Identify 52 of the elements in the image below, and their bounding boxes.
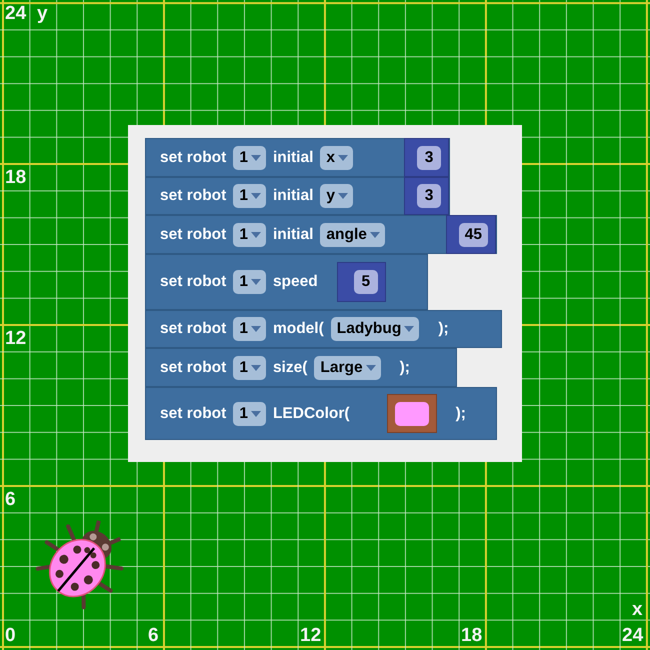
workspace-panel: [128, 125, 522, 462]
block-text: set robot: [160, 320, 226, 338]
code-block: [145, 177, 450, 215]
dropdown: 1: [233, 317, 266, 341]
dropdown: 1: [233, 146, 266, 170]
dropdown: 1: [233, 270, 266, 294]
number-field: 3: [417, 184, 441, 208]
block-text: LEDColor(: [272, 404, 350, 422]
dropdown: 1: [233, 356, 266, 380]
code-block: [145, 310, 502, 348]
tick-label: 18: [5, 168, 26, 187]
axis-label: x: [632, 600, 643, 619]
dropdown: 1: [233, 402, 266, 426]
tick-label: 6: [5, 490, 16, 509]
dropdown: y: [320, 184, 354, 208]
code-block: [145, 215, 497, 254]
tick-label: 0: [5, 626, 16, 645]
block-text: );: [400, 358, 410, 376]
block-text: speed: [272, 273, 318, 291]
block-text: initial: [272, 187, 314, 205]
number-field: 3: [417, 146, 441, 170]
dropdown: x: [320, 146, 354, 170]
dropdown: 1: [233, 222, 266, 246]
block-text: initial: [272, 148, 314, 166]
dropdown: 1: [233, 184, 266, 208]
block-text: set robot: [160, 358, 226, 376]
number-field: 45: [458, 222, 488, 246]
code-block: [145, 387, 497, 440]
dropdown: angle: [320, 222, 385, 246]
block-text: set robot: [160, 404, 226, 422]
block-text: );: [456, 404, 466, 422]
dropdown: Ladybug: [330, 317, 420, 341]
block-text: size(: [272, 358, 308, 376]
tick-label: 12: [300, 626, 322, 645]
block-text: model(: [272, 320, 324, 338]
tick-label: 24: [622, 626, 644, 645]
tick-label: 18: [461, 626, 482, 645]
dropdown: Large: [314, 356, 381, 380]
code-block: [145, 348, 457, 387]
block-text: set robot: [160, 187, 226, 205]
tick-label: 6: [148, 626, 159, 645]
block-text: );: [438, 320, 449, 338]
code-block: [145, 138, 450, 177]
block-text: initial: [272, 226, 314, 244]
block-text: set robot: [160, 273, 226, 291]
code-block: [145, 254, 428, 310]
block-text: set robot: [160, 148, 226, 166]
tick-label: 12: [5, 329, 26, 348]
block-text: set robot: [160, 226, 226, 244]
number-field: 5: [354, 270, 378, 294]
tick-label: 24: [5, 4, 26, 23]
axis-label: y: [37, 4, 48, 23]
